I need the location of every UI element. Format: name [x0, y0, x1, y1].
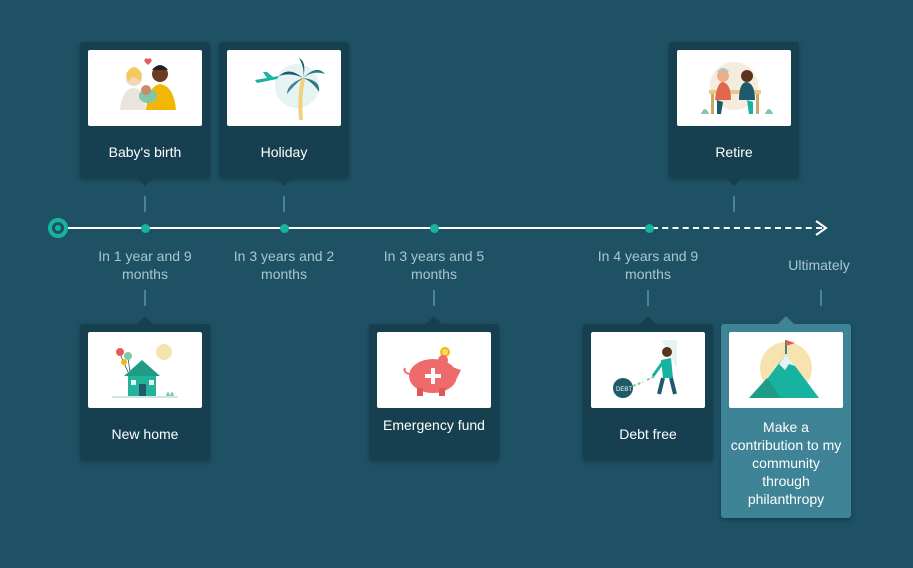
connector-tick: [144, 196, 146, 212]
house-with-balloons-illustration: [88, 332, 202, 408]
milestone-card-emergency-fund[interactable]: Emergency fund: [369, 316, 499, 460]
milestone-label: Holiday: [260, 144, 308, 160]
connector-tick: [283, 196, 285, 212]
timeline-start-marker: [48, 218, 68, 238]
milestone-card-debt-free[interactable]: DEBT Debt free: [583, 316, 713, 460]
breaking-debt-chain-illustration: DEBT: [591, 332, 705, 408]
elderly-couple-on-bench-illustration: [677, 50, 791, 126]
mountain-flag-illustration: [729, 332, 843, 408]
connector-tick: [820, 290, 822, 306]
timeline-line: [68, 227, 649, 229]
timeline-arrow-icon: [815, 220, 828, 236]
milestone-card-new-home[interactable]: New home: [80, 316, 210, 460]
milestone-label: Retire: [715, 144, 753, 160]
timeline-dot[interactable]: [430, 224, 439, 233]
timeline-dot[interactable]: [280, 224, 289, 233]
milestone-label: Debt free: [619, 426, 677, 442]
connector-tick: [733, 196, 735, 212]
palm-tree-airplane-illustration: [227, 50, 341, 126]
time-label: Ultimately: [788, 257, 850, 273]
time-label: In 3 years and 5 months: [383, 248, 485, 282]
time-label: In 3 years and 2 months: [233, 248, 335, 282]
connector-tick: [647, 290, 649, 306]
milestone-card-babys-birth[interactable]: Baby's birth: [80, 42, 210, 186]
time-label: In 4 years and 9 months: [597, 248, 699, 282]
connector-tick: [144, 290, 146, 306]
timeline-dashed-line: [652, 227, 822, 229]
milestone-label: Baby's birth: [108, 144, 182, 160]
piggy-bank-illustration: [377, 332, 491, 408]
parents-with-baby-illustration: [88, 50, 202, 126]
milestone-label: Make a contribution to my community thro…: [730, 419, 842, 507]
milestone-card-holiday[interactable]: Holiday: [219, 42, 349, 186]
timeline-dot[interactable]: [141, 224, 150, 233]
time-label: In 1 year and 9 months: [98, 248, 192, 282]
milestone-label: Emergency fund: [383, 417, 485, 433]
milestone-label: New home: [111, 426, 179, 442]
milestone-card-retire[interactable]: Retire: [669, 42, 799, 186]
svg-text:DEBT: DEBT: [616, 387, 632, 393]
connector-tick: [433, 290, 435, 306]
timeline-dot[interactable]: [645, 224, 654, 233]
milestone-card-philanthropy[interactable]: Make a contribution to my community thro…: [721, 316, 851, 518]
